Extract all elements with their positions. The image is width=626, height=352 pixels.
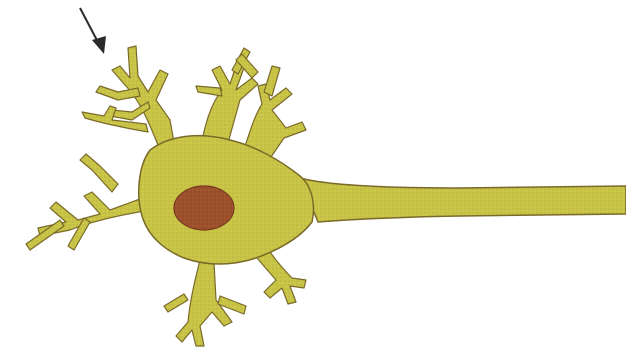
dendrite-left-twig bbox=[26, 220, 64, 250]
arrow-icon bbox=[80, 8, 106, 54]
nucleus bbox=[174, 186, 234, 230]
dendrite-left-upper-twig bbox=[80, 154, 118, 192]
dendrite-upper-left-twig2 bbox=[110, 102, 150, 120]
dendrite-bottom-twig bbox=[164, 294, 188, 312]
axon bbox=[300, 178, 626, 222]
dendrite-top-middle-twig2 bbox=[196, 86, 222, 96]
dendrite-top-right-twig bbox=[264, 66, 280, 96]
